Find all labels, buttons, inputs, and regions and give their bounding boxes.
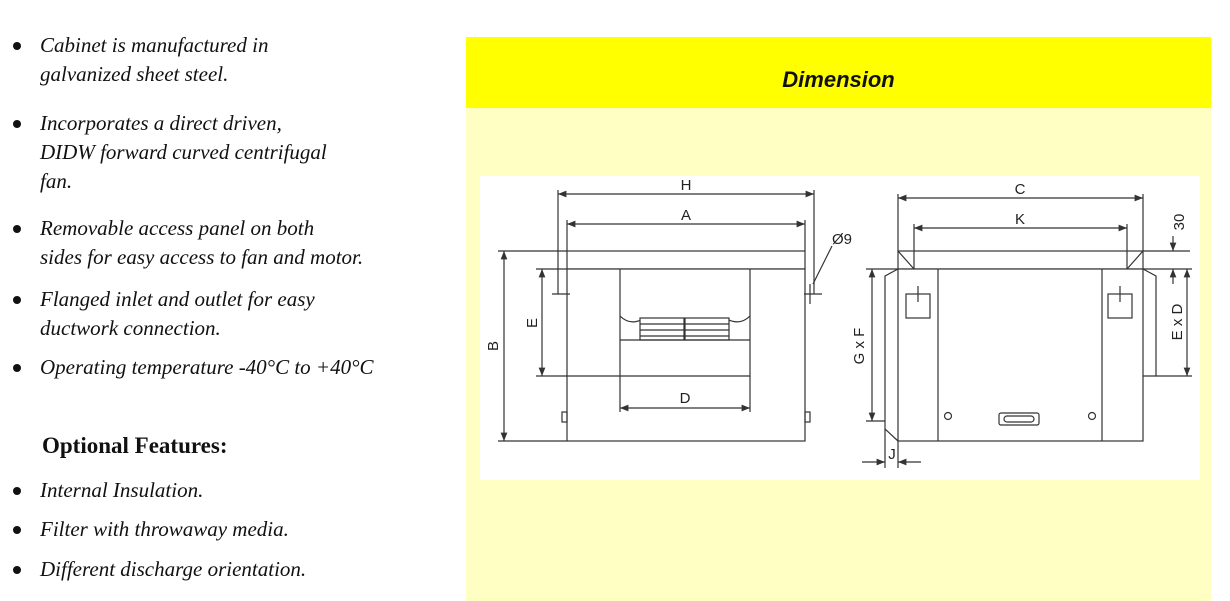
dimension-header: Dimension	[466, 37, 1211, 108]
dim-label-e: E	[524, 318, 541, 328]
feature-item: Removable access panel on both sides for…	[13, 214, 450, 272]
feature-item: Incorporates a direct driven, DIDW forwa…	[13, 109, 450, 196]
optional-feature-item: Filter with throwaway media.	[13, 515, 450, 544]
optional-features-title: Optional Features:	[42, 433, 228, 458]
dim-label-d: D	[680, 390, 691, 407]
dim-label-k: K	[1015, 211, 1025, 228]
feature-item: Operating temperature -40°C to +40°C	[13, 353, 470, 382]
bullet-icon	[13, 364, 21, 372]
dim-label-hole: Ø9	[832, 231, 852, 248]
front-body	[566, 268, 806, 442]
dim-label-h: H	[681, 177, 692, 194]
bullet-icon	[13, 566, 21, 574]
optional-feature-item: Different discharge orientation.	[13, 555, 450, 584]
bullet-icon	[13, 296, 21, 304]
bullet-icon	[13, 526, 21, 534]
dimension-diagram: H A Ø9 C K D J B E G x F E x D 30	[485, 177, 1192, 468]
dim-label-c: C	[1015, 181, 1026, 198]
dim-label-j: J	[888, 446, 896, 463]
dim-label-exd: E x D	[1169, 304, 1186, 341]
bullet-icon	[13, 487, 21, 495]
dim-label-a: A	[681, 207, 691, 224]
optional-feature-item: Internal Insulation.	[13, 476, 450, 505]
front-top-flange	[566, 250, 806, 270]
feature-item: Flanged inlet and outlet for easy ductwo…	[13, 285, 450, 343]
bullet-icon	[13, 225, 21, 233]
dimension-title: Dimension	[782, 66, 895, 92]
dimension-drawing: H A Ø9 C K D J B E G x F E x D 30	[480, 176, 1200, 480]
dim-label-gxf: G x F	[851, 328, 868, 365]
bullet-icon	[13, 42, 21, 50]
dim-label-30: 30	[1171, 214, 1188, 231]
dim-label-b: B	[485, 341, 502, 351]
bullet-icon	[13, 120, 21, 128]
feature-item: Cabinet is manufactured in galvanized sh…	[13, 31, 450, 89]
